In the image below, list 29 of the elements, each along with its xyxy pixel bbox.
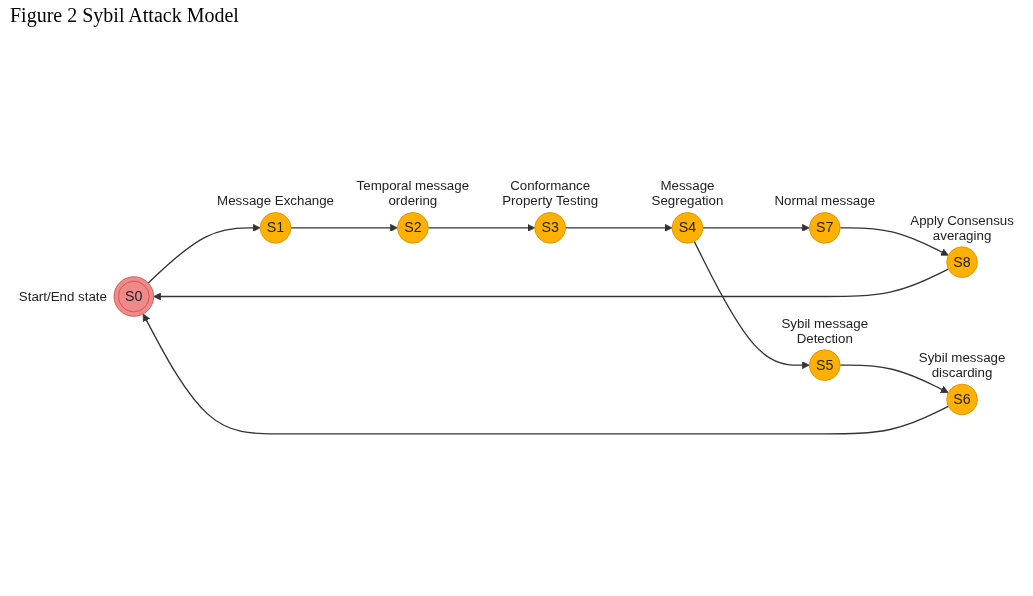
arrow [702, 223, 810, 232]
state-caption: Apply Consensus averaging [910, 212, 1014, 243]
arrow [147, 223, 261, 284]
arrow [839, 364, 949, 393]
figure-title: Figure 2 Sybil Attack Model [10, 4, 240, 27]
arrow [142, 313, 949, 435]
node-circle: S4 [671, 212, 704, 244]
arrow [839, 227, 949, 256]
state-caption: Start/End state [18, 288, 107, 304]
node-circle: S1 [259, 212, 292, 244]
node-circle: S7 [808, 212, 841, 244]
node-circle: S2 [397, 212, 429, 244]
arrow [564, 223, 673, 232]
arrow [290, 223, 398, 232]
state-caption: Message Exchange [217, 193, 335, 209]
state-caption: Sybil message Detection [781, 315, 869, 346]
node-circle: S3 [534, 212, 566, 244]
arrow [427, 223, 536, 232]
state-caption: Conformance Property Testing [502, 178, 599, 209]
state-caption: Temporal message ordering [356, 178, 470, 209]
node-circle: S5 [808, 349, 841, 381]
state-caption: Message Segregation [651, 178, 724, 209]
state-caption: Normal message [774, 193, 876, 209]
node-circle: S6 [946, 383, 978, 416]
node-circle: S8 [946, 246, 978, 278]
node-circle: S0 [113, 276, 155, 317]
arrow [153, 268, 949, 301]
arrow [693, 240, 810, 370]
state-caption: Sybil message discarding [918, 349, 1006, 381]
